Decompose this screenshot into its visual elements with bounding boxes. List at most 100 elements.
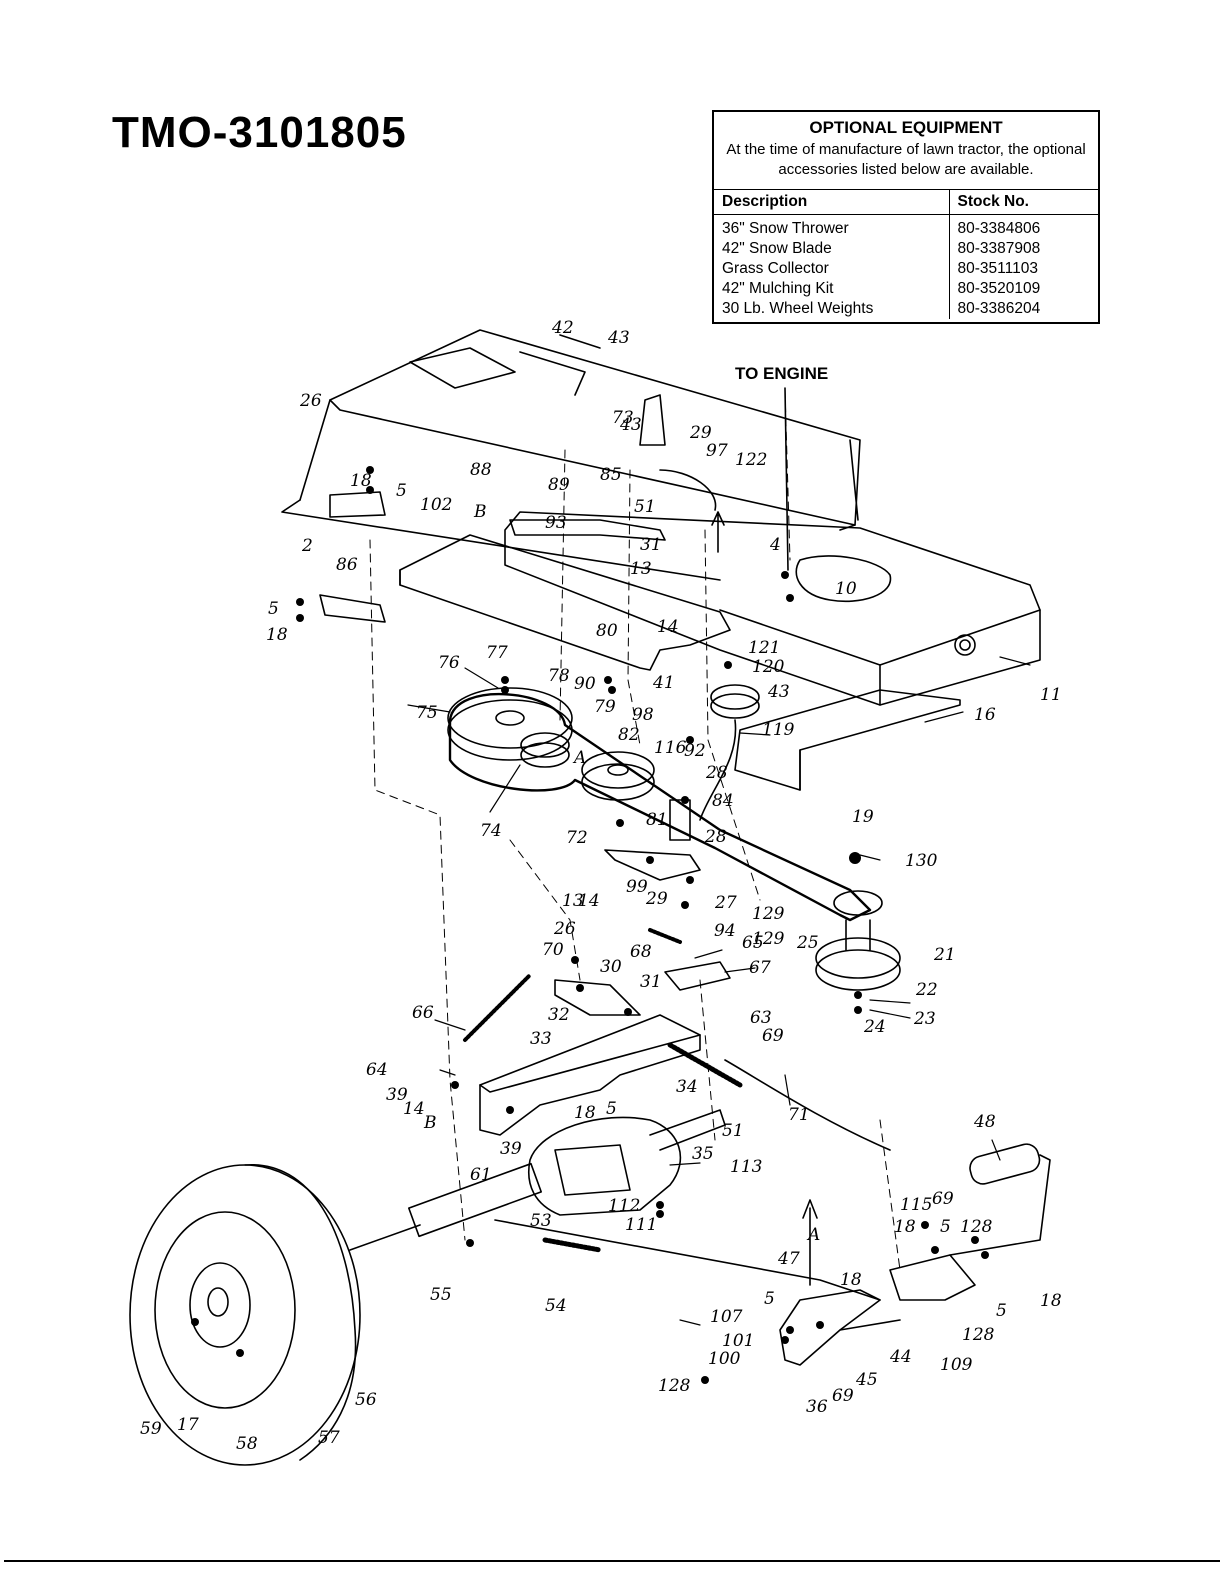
part-callout: 93: [545, 513, 567, 533]
part-callout: 47: [777, 1249, 800, 1269]
idler-pulley: [520, 732, 570, 768]
bottom-rule: [4, 1560, 1220, 1562]
part-callout: 75: [416, 703, 438, 723]
part-callout: 5: [940, 1217, 951, 1237]
part-callout: 10: [835, 579, 857, 599]
part-callout: 130: [905, 851, 938, 871]
part-callout: 23: [913, 1009, 936, 1029]
control-cables: [494, 719, 891, 1301]
transaxle-pulley: [815, 890, 901, 991]
part-callout: 43: [619, 415, 642, 435]
transmission-bracket: [479, 1014, 701, 1136]
part-callout: 14: [578, 891, 600, 911]
part-callout: 76: [438, 653, 460, 673]
part-callout: 18: [574, 1103, 596, 1123]
transaxle: [349, 1109, 726, 1251]
drive-belt: [448, 692, 872, 922]
part-callout: 109: [940, 1355, 973, 1375]
part-callout: 11: [1040, 685, 1062, 705]
part-callout: 18: [350, 471, 372, 491]
part-callout: 115: [900, 1195, 932, 1215]
clutch-spring: [667, 1042, 743, 1088]
part-callout: 77: [486, 643, 508, 663]
main-frame-plate: [504, 511, 1041, 706]
accessory-stock-no: 80-3386204: [948, 299, 1098, 319]
part-callout: 2: [301, 536, 313, 556]
part-callout: 43: [767, 682, 790, 702]
clutch-bracket: [554, 961, 731, 1016]
table-row: 42" Snow Blade 80-3387908: [714, 239, 1098, 259]
column-stock-no: Stock No.: [948, 190, 1098, 215]
accessory-description: Grass Collector: [722, 260, 829, 277]
part-callout: 63: [750, 1008, 772, 1028]
part-callout: 121: [748, 638, 780, 658]
part-callout: A: [572, 748, 586, 768]
return-spring: [463, 973, 532, 1042]
table-row: Grass Collector 80-3511103: [714, 259, 1098, 279]
part-callout: 86: [336, 555, 358, 575]
part-callout: 28: [704, 827, 727, 847]
part-callout: 33: [530, 1029, 552, 1049]
part-callout: 67: [749, 958, 771, 978]
hardware-fasteners: [191, 466, 989, 1384]
transmission-idler-pulley: [581, 751, 655, 801]
part-callout: 51: [722, 1121, 744, 1141]
part-callout: 13: [630, 559, 652, 579]
part-callout: 80: [596, 621, 618, 641]
part-callout: 19: [852, 807, 874, 827]
part-callout: 97: [706, 441, 728, 461]
part-callout: 54: [545, 1296, 567, 1316]
part-callout: 30: [600, 957, 622, 977]
part-callout: 24: [863, 1017, 886, 1037]
part-callout: 4: [769, 535, 781, 555]
part-callout: 48: [973, 1112, 996, 1132]
part-callout: 111: [625, 1215, 657, 1235]
part-callout: 69: [762, 1026, 784, 1046]
part-callout: 84: [712, 791, 734, 811]
optional-equipment-note: At the time of manufacture of lawn tract…: [726, 141, 1086, 178]
part-callout: 5: [764, 1289, 775, 1309]
part-callout: 22: [915, 980, 938, 1000]
part-callout: 73: [612, 408, 634, 428]
upper-idler-pulley: [710, 684, 760, 719]
brake-pedal-assembly: [779, 1143, 1051, 1366]
part-callout: 44: [889, 1347, 912, 1367]
part-callout: 43: [607, 328, 630, 348]
part-callout: 14: [403, 1099, 425, 1119]
part-callout: 39: [500, 1139, 522, 1159]
part-callout: 5: [396, 481, 407, 501]
accessory-stock-no: 80-3511103: [948, 259, 1098, 279]
accessory-stock-no: 80-3520109: [948, 279, 1098, 299]
table-row: 30 Lb. Wheel Weights 80-3386204: [714, 299, 1098, 319]
part-callout: 25: [796, 933, 819, 953]
part-callout: 94: [714, 921, 736, 941]
part-callout: 32: [548, 1005, 570, 1025]
part-callout: 42: [551, 318, 574, 338]
part-callout: 35: [692, 1144, 714, 1164]
part-callout: 69: [932, 1189, 954, 1209]
part-callout: 128: [960, 1217, 993, 1237]
part-callout: 53: [530, 1211, 552, 1231]
part-callout: A: [806, 1225, 820, 1245]
part-callout: 56: [355, 1390, 377, 1410]
part-callout: 74: [480, 821, 502, 841]
part-callout: 113: [730, 1157, 762, 1177]
part-callout: 61: [470, 1165, 492, 1185]
part-callout: 128: [962, 1325, 995, 1345]
part-callout: 88: [470, 460, 492, 480]
tension-spring: [648, 928, 682, 944]
part-callout: 5: [268, 599, 279, 619]
shift-lever: [639, 394, 717, 511]
part-callout: 5: [996, 1301, 1007, 1321]
part-callout: 64: [366, 1060, 388, 1080]
part-callout: 128: [658, 1376, 691, 1396]
brake-spring: [542, 1237, 603, 1253]
part-callout: 92: [684, 741, 706, 761]
part-callout: 26: [553, 919, 576, 939]
part-callout: 21: [933, 945, 956, 965]
to-engine-label: TO ENGINE: [735, 364, 829, 383]
part-callout: 16: [974, 705, 996, 725]
optional-equipment-header: OPTIONAL EQUIPMENT At the time of manufa…: [714, 112, 1098, 190]
